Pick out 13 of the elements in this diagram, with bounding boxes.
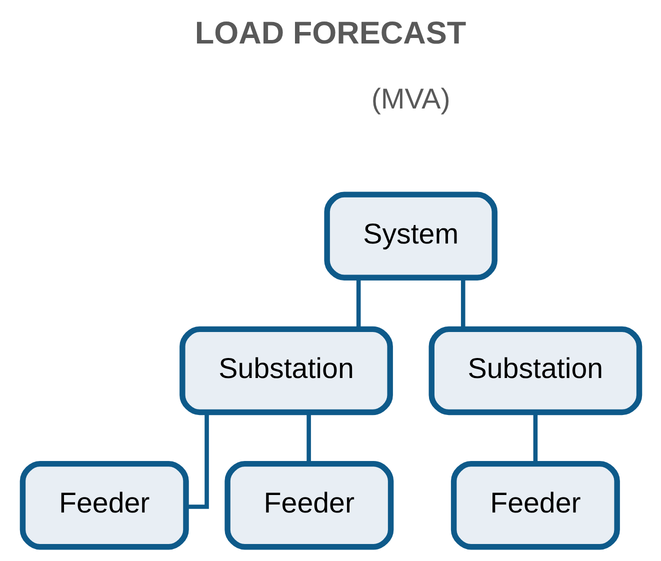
- node-box: Feeder: [450, 460, 620, 550]
- node-box: Substation: [428, 326, 642, 416]
- connector: [306, 412, 310, 464]
- connector: [356, 278, 360, 329]
- node-box: System: [324, 192, 497, 280]
- node-box: Feeder: [19, 460, 188, 550]
- diagram-title: LOAD FORECAST: [194, 14, 466, 51]
- connector: [186, 412, 208, 509]
- node-box: Feeder: [224, 460, 394, 550]
- connector: [532, 412, 538, 464]
- connector: [460, 278, 465, 329]
- node-box: Substation: [179, 326, 392, 416]
- label: (MVA): [370, 84, 450, 116]
